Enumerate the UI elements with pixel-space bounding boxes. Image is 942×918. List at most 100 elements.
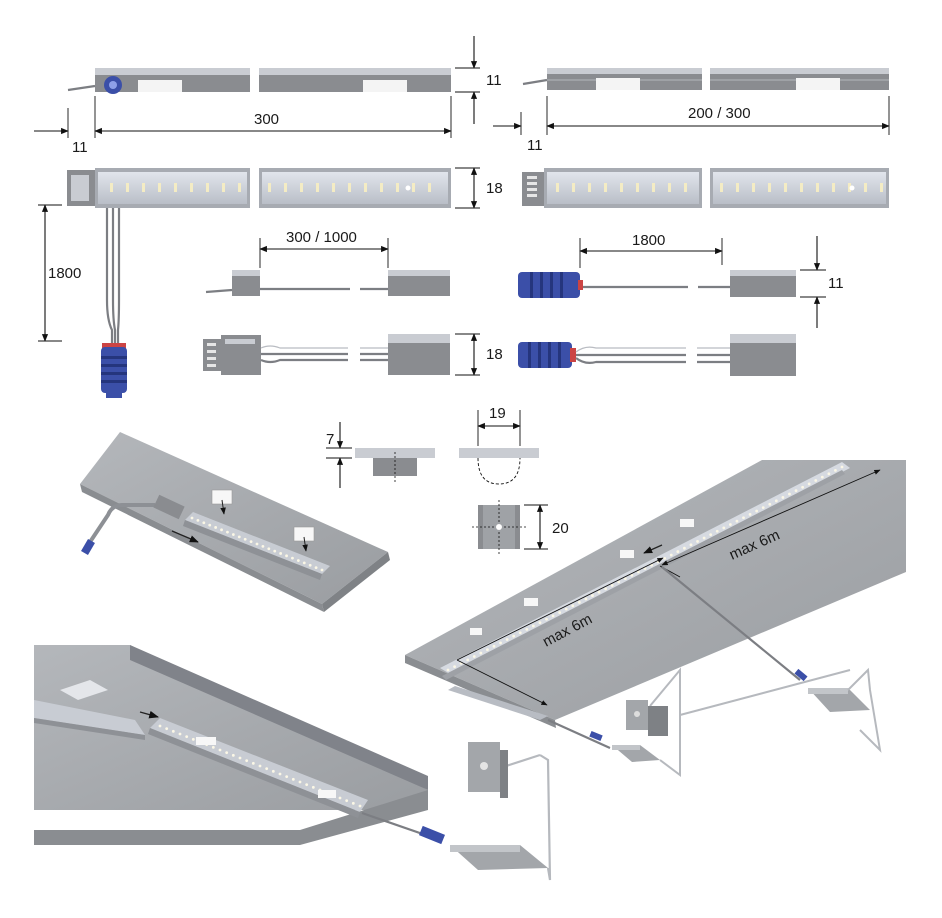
led-chip (218, 748, 222, 752)
led-chip (702, 536, 706, 540)
installation-view-top-left (80, 432, 390, 612)
led-chip (396, 183, 399, 192)
led-chip (728, 523, 732, 526)
led-chip (237, 535, 241, 539)
led-chip (185, 735, 189, 739)
led-chip (261, 544, 265, 548)
dim-top-left-length: 11 300 (34, 96, 452, 156)
led-chip (531, 624, 535, 628)
led-chip (206, 183, 209, 192)
led-chip (518, 631, 522, 635)
led-chip (620, 183, 623, 192)
led-chip (238, 756, 242, 760)
led-chip (814, 479, 818, 482)
led-chip (472, 655, 476, 658)
led-chip (332, 183, 335, 192)
led-chip (604, 183, 607, 192)
led-chip (110, 183, 113, 192)
led-chip (735, 519, 739, 523)
led-chip (225, 751, 229, 755)
led-chip (320, 568, 324, 572)
dim-connector-height-a: 11 (800, 236, 844, 328)
led-chip (338, 796, 342, 800)
led-chip (848, 183, 851, 192)
led-chip (571, 604, 575, 608)
led-chip (768, 183, 771, 192)
led-chip (348, 183, 351, 192)
led-chip (291, 777, 295, 781)
led-chip (238, 183, 241, 192)
led-chip (142, 183, 145, 192)
led-chip (202, 521, 206, 525)
led-chip (736, 183, 739, 192)
led-chip (668, 183, 671, 192)
led-chip (834, 468, 837, 472)
led-chip (190, 183, 193, 192)
led-chip (305, 783, 309, 787)
led-chip (551, 614, 555, 618)
led-chip (538, 621, 542, 625)
led-chip (864, 183, 867, 192)
dim-label: 20 (552, 520, 569, 537)
led-chip (308, 563, 312, 567)
led-chip (158, 183, 161, 192)
dim-label: 300 (254, 111, 279, 128)
led-chip (296, 559, 300, 562)
led-chip (663, 556, 667, 560)
led-chip (715, 529, 719, 533)
led-chip (251, 761, 255, 765)
led-chip (226, 530, 229, 534)
led-chip (300, 183, 303, 192)
profile-side-right (522, 68, 889, 90)
led-chip (249, 540, 253, 544)
dim-connector-cable-b: 1800 (579, 232, 723, 268)
led-bar-top-right (522, 168, 889, 208)
led-chip (807, 482, 811, 486)
led-chip (788, 492, 791, 496)
led-chip (630, 573, 634, 577)
led-chip (486, 648, 489, 652)
led-chip (208, 523, 212, 527)
led-chip (683, 546, 686, 550)
led-chip (479, 651, 483, 655)
led-chip (840, 465, 844, 469)
led-chip (412, 183, 415, 192)
led-chip (255, 542, 259, 546)
led-chip (505, 638, 509, 641)
led-chip (466, 658, 470, 662)
led-chip (214, 526, 218, 529)
connector-cable-b-side (518, 270, 796, 298)
connector-cable-b-top (518, 334, 796, 376)
led-chip (577, 600, 581, 604)
led-chip (316, 183, 319, 192)
led-chip (572, 183, 575, 192)
led-chip (556, 183, 559, 192)
dim-label: 7 (326, 431, 334, 448)
led-chip (820, 475, 824, 479)
dim-label: 1800 (48, 265, 81, 282)
connector-cable-a-side (205, 270, 450, 296)
dim-label: 300 / 1000 (286, 229, 357, 246)
led-chip (617, 580, 621, 584)
dim-top-left-height: 11 (455, 36, 502, 124)
dim-label: 200 / 300 (688, 105, 751, 122)
dim-connector-cable-a: 300 / 1000 (259, 229, 389, 268)
dim-label: 11 (72, 139, 88, 156)
led-chip (351, 801, 355, 805)
led-chip (285, 554, 288, 558)
led-chip (492, 644, 496, 648)
led-chip (564, 607, 568, 611)
dim-bar-height-left: 18 (455, 167, 503, 209)
led-chip (784, 183, 787, 192)
led-chip (231, 533, 235, 536)
profile-side-left (67, 68, 451, 94)
led-chip (364, 183, 367, 192)
led-chip (880, 183, 883, 192)
led-chip (781, 496, 785, 499)
dim-label: 19 (489, 405, 506, 422)
led-chip (258, 764, 262, 768)
led-chip (752, 183, 755, 192)
led-chip (545, 617, 548, 621)
led-chip (774, 499, 778, 503)
